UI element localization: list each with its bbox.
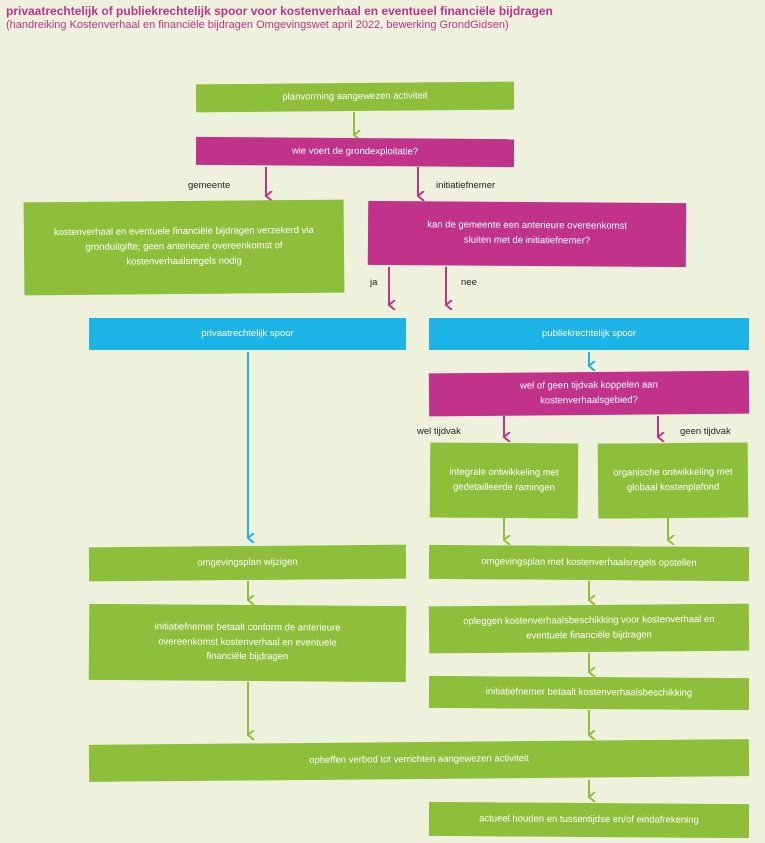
label-ja: ja <box>370 277 378 288</box>
label-nee: nee <box>461 277 477 288</box>
box-organische-ontwikkeling: organische ontwikkeling met globaal kost… <box>597 442 749 519</box>
box-tijdvak-vraag: wel of geen tijdvak koppelen aan kostenv… <box>428 370 750 417</box>
label-initiatiefnemer: initiatiefnemer <box>436 180 496 191</box>
diagram-title: privaatrechtelijk of publiekrechtelijk s… <box>6 4 553 18</box>
box-opleggen-beschikking: opleggen kostenverhaalsbeschikking voor … <box>428 603 750 654</box>
box-omgevingsplan-wijzigen: omgevingsplan wijzigen <box>88 544 407 582</box>
box-actueel-houden: actueel houden en tussentijdse en/of ein… <box>428 801 750 839</box>
box-privaatrechtelijk-spoor: privaatrechtelijk spoor <box>89 318 406 350</box>
box-opheffen-verbod: opheffen verbod tot verrichten aangeweze… <box>88 739 750 782</box>
box-anterieure-vraag: kan de gemeente een anterieure overeenko… <box>367 200 687 268</box>
box-grondexploitatie: wie voert de grondexploitatie? <box>195 136 515 168</box>
box-planvorming: planvorming aangewezen activiteit <box>195 81 515 113</box>
box-kostenverhaal-verzekerd: kostenverhaal en eventuele financiële bi… <box>23 199 345 296</box>
diagram-subtitle: (handreiking Kostenverhaal en financiële… <box>6 19 509 31</box>
label-geen-tijdvak: geen tijdvak <box>680 426 731 437</box>
label-wel-tijdvak: wel tijdvak <box>417 426 461 437</box>
box-integrale-ontwikkeling: integrale ontwikkeling met gedetailleerd… <box>429 442 579 519</box>
box-betaalt-conform: initiatiefnemer betaalt conform de anter… <box>88 603 407 683</box>
label-gemeente: gemeente <box>188 180 231 191</box>
box-omgevingsplan-kostenverhaalsregels: omgevingsplan met kostenverhaalsregels o… <box>428 544 750 582</box>
box-betaalt-beschikking: initiatiefnemer betaalt kostenverhaalsbe… <box>428 675 750 711</box>
box-publiekrechtelijk-spoor: publiekrechtelijk spoor <box>429 318 749 350</box>
